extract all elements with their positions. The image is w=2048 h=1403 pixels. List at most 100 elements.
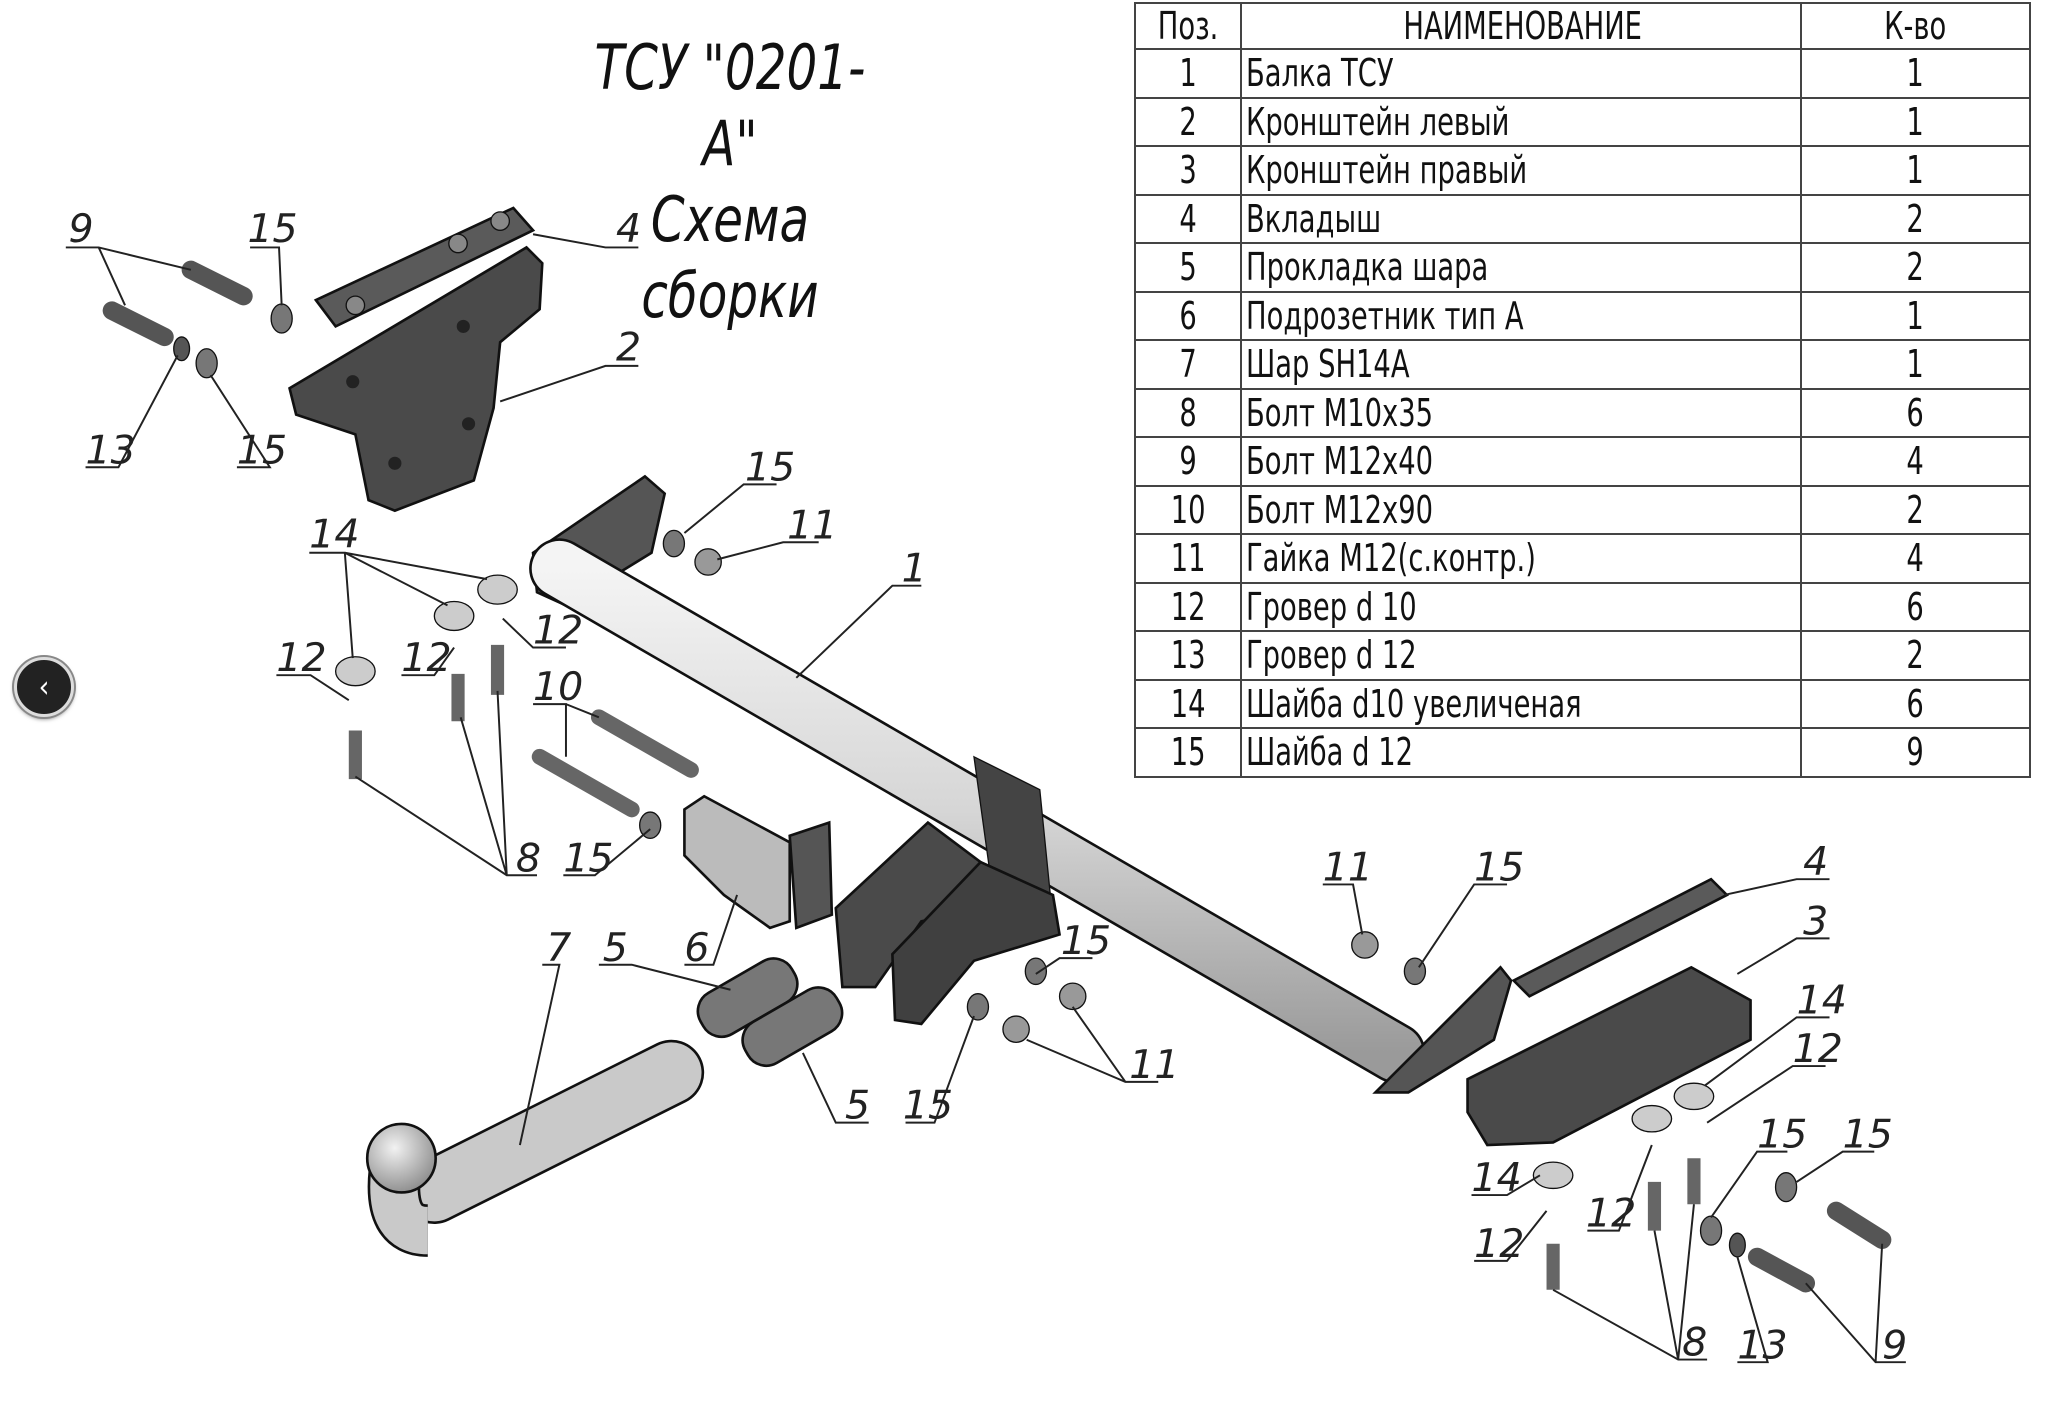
- cell-text: 1: [1179, 51, 1197, 96]
- cell-text: Шайба d10 увеличеная: [1246, 681, 1582, 726]
- cell-qty: 1: [1800, 48, 2031, 99]
- table-row: 11 Гайка М12(с.контр.) 4: [1134, 533, 2031, 584]
- callout-15: 15: [1474, 844, 1524, 890]
- cell-text: Гайка М12(с.контр.): [1246, 536, 1536, 581]
- callout-5: 5: [845, 1083, 870, 1129]
- callout-12: 12: [1793, 1026, 1843, 1072]
- bracket-left: [288, 245, 544, 513]
- cell-text: 14: [1170, 681, 1206, 726]
- cell-text: 9: [1179, 439, 1197, 484]
- cell-qty: 1: [1800, 96, 2031, 147]
- cell-text: 6: [1906, 390, 1925, 435]
- callout-4: 4: [616, 206, 641, 252]
- cell-name: Балка ТСУ: [1240, 48, 1802, 99]
- cell-text: Вкладыш: [1246, 196, 1382, 241]
- callout-15: 15: [563, 835, 613, 881]
- callout-7: 7: [546, 925, 571, 971]
- title-line-2: Схема сборки: [641, 183, 819, 332]
- cell-name: Шар SH14A: [1240, 339, 1802, 390]
- callout-15: 15: [237, 427, 287, 473]
- cell-qty: 4: [1800, 533, 2031, 584]
- cell-pos: 8: [1134, 387, 1242, 438]
- callout-14: 14: [1472, 1155, 1522, 1201]
- cell-pos: 15: [1134, 727, 1242, 778]
- cell-qty: 1: [1800, 290, 2031, 341]
- cell-text: Кронштейн левый: [1246, 99, 1510, 144]
- callout-11: 11: [1129, 1042, 1179, 1088]
- cell-pos: 2: [1134, 96, 1242, 147]
- header-name: НАИМЕНОВАНИЕ: [1240, 2, 1802, 50]
- callout-14: 14: [1797, 977, 1847, 1023]
- cell-qty: 9: [1800, 727, 2031, 778]
- cell-text: 12: [1170, 584, 1206, 629]
- cell-text: 8: [1179, 390, 1197, 435]
- cell-text: 9: [1906, 730, 1925, 775]
- cell-text: 5: [1179, 245, 1197, 290]
- cell-text: Шайба d 12: [1246, 730, 1414, 775]
- ball-mount-plates: [834, 820, 1062, 1026]
- back-button[interactable]: ‹: [14, 657, 74, 717]
- cell-qty: 2: [1800, 484, 2031, 535]
- cell-text: 6: [1906, 681, 1925, 726]
- callout-12: 12: [1474, 1221, 1524, 1267]
- cell-text: Болт М12х40: [1246, 439, 1434, 484]
- tow-ball: [365, 1039, 705, 1257]
- cell-text: Болт М12х90: [1246, 487, 1434, 532]
- fasteners-left: [334, 529, 722, 780]
- table-row: 14 Шайба d10 увеличеная 6: [1134, 678, 2031, 729]
- cell-text: 3: [1179, 148, 1197, 193]
- cell-text: Кронштейн правый: [1246, 148, 1528, 193]
- socket-bracket: [683, 794, 834, 930]
- cell-qty: 2: [1800, 630, 2031, 681]
- cell-name: Гровер d 12: [1240, 630, 1802, 681]
- cell-name: Болт М10х35: [1240, 387, 1802, 438]
- cell-text: 15: [1170, 730, 1206, 775]
- callout-11: 11: [1323, 844, 1373, 890]
- cell-name: Шайба d10 увеличеная: [1240, 678, 1802, 729]
- cell-pos: 14: [1134, 678, 1242, 729]
- leader-lines: [65, 233, 1906, 1364]
- ball-spacers: [696, 957, 844, 1068]
- cell-name: Вкладыш: [1240, 193, 1802, 244]
- cell-text: 6: [1179, 293, 1197, 338]
- cell-name: Кронштейн левый: [1240, 96, 1802, 147]
- table-row: 1 Балка ТСУ 1: [1134, 48, 2031, 99]
- cell-pos: 13: [1134, 630, 1242, 681]
- callout-13: 13: [86, 427, 136, 473]
- callout-1: 1: [902, 546, 927, 592]
- cell-text: 7: [1179, 342, 1197, 387]
- callout-12: 12: [276, 635, 326, 681]
- cell-pos: 3: [1134, 145, 1242, 196]
- table-row: 9 Болт М12х40 4: [1134, 436, 2031, 487]
- cell-text: 1: [1906, 293, 1925, 338]
- cell-text: Болт М10х35: [1246, 390, 1434, 435]
- callout-3: 3: [1803, 898, 1828, 944]
- callout-2: 2: [616, 325, 641, 371]
- chevron-left-icon: ‹: [38, 669, 50, 705]
- callout-4: 4: [1803, 839, 1828, 885]
- callout-12: 12: [401, 635, 451, 681]
- callout-9: 9: [1882, 1322, 1907, 1368]
- bracket-right: [1466, 877, 1752, 1147]
- cell-text: 11: [1170, 536, 1206, 581]
- cell-text: 2: [1906, 487, 1925, 532]
- callout-13: 13: [1737, 1322, 1787, 1368]
- cell-text: 2: [1906, 245, 1925, 290]
- cell-text: 4: [1906, 439, 1925, 484]
- callout-15: 15: [1757, 1112, 1807, 1158]
- callout-15: 15: [903, 1083, 953, 1129]
- cell-qty: 6: [1800, 581, 2031, 632]
- callout-9: 9: [68, 206, 93, 252]
- cell-text: 6: [1906, 584, 1925, 629]
- callout-8: 8: [516, 835, 541, 881]
- callout-11: 11: [787, 502, 837, 548]
- cell-text: 2: [1906, 633, 1925, 678]
- cell-text: 1: [1906, 51, 1925, 96]
- cell-name: Гайка М12(с.контр.): [1240, 533, 1802, 584]
